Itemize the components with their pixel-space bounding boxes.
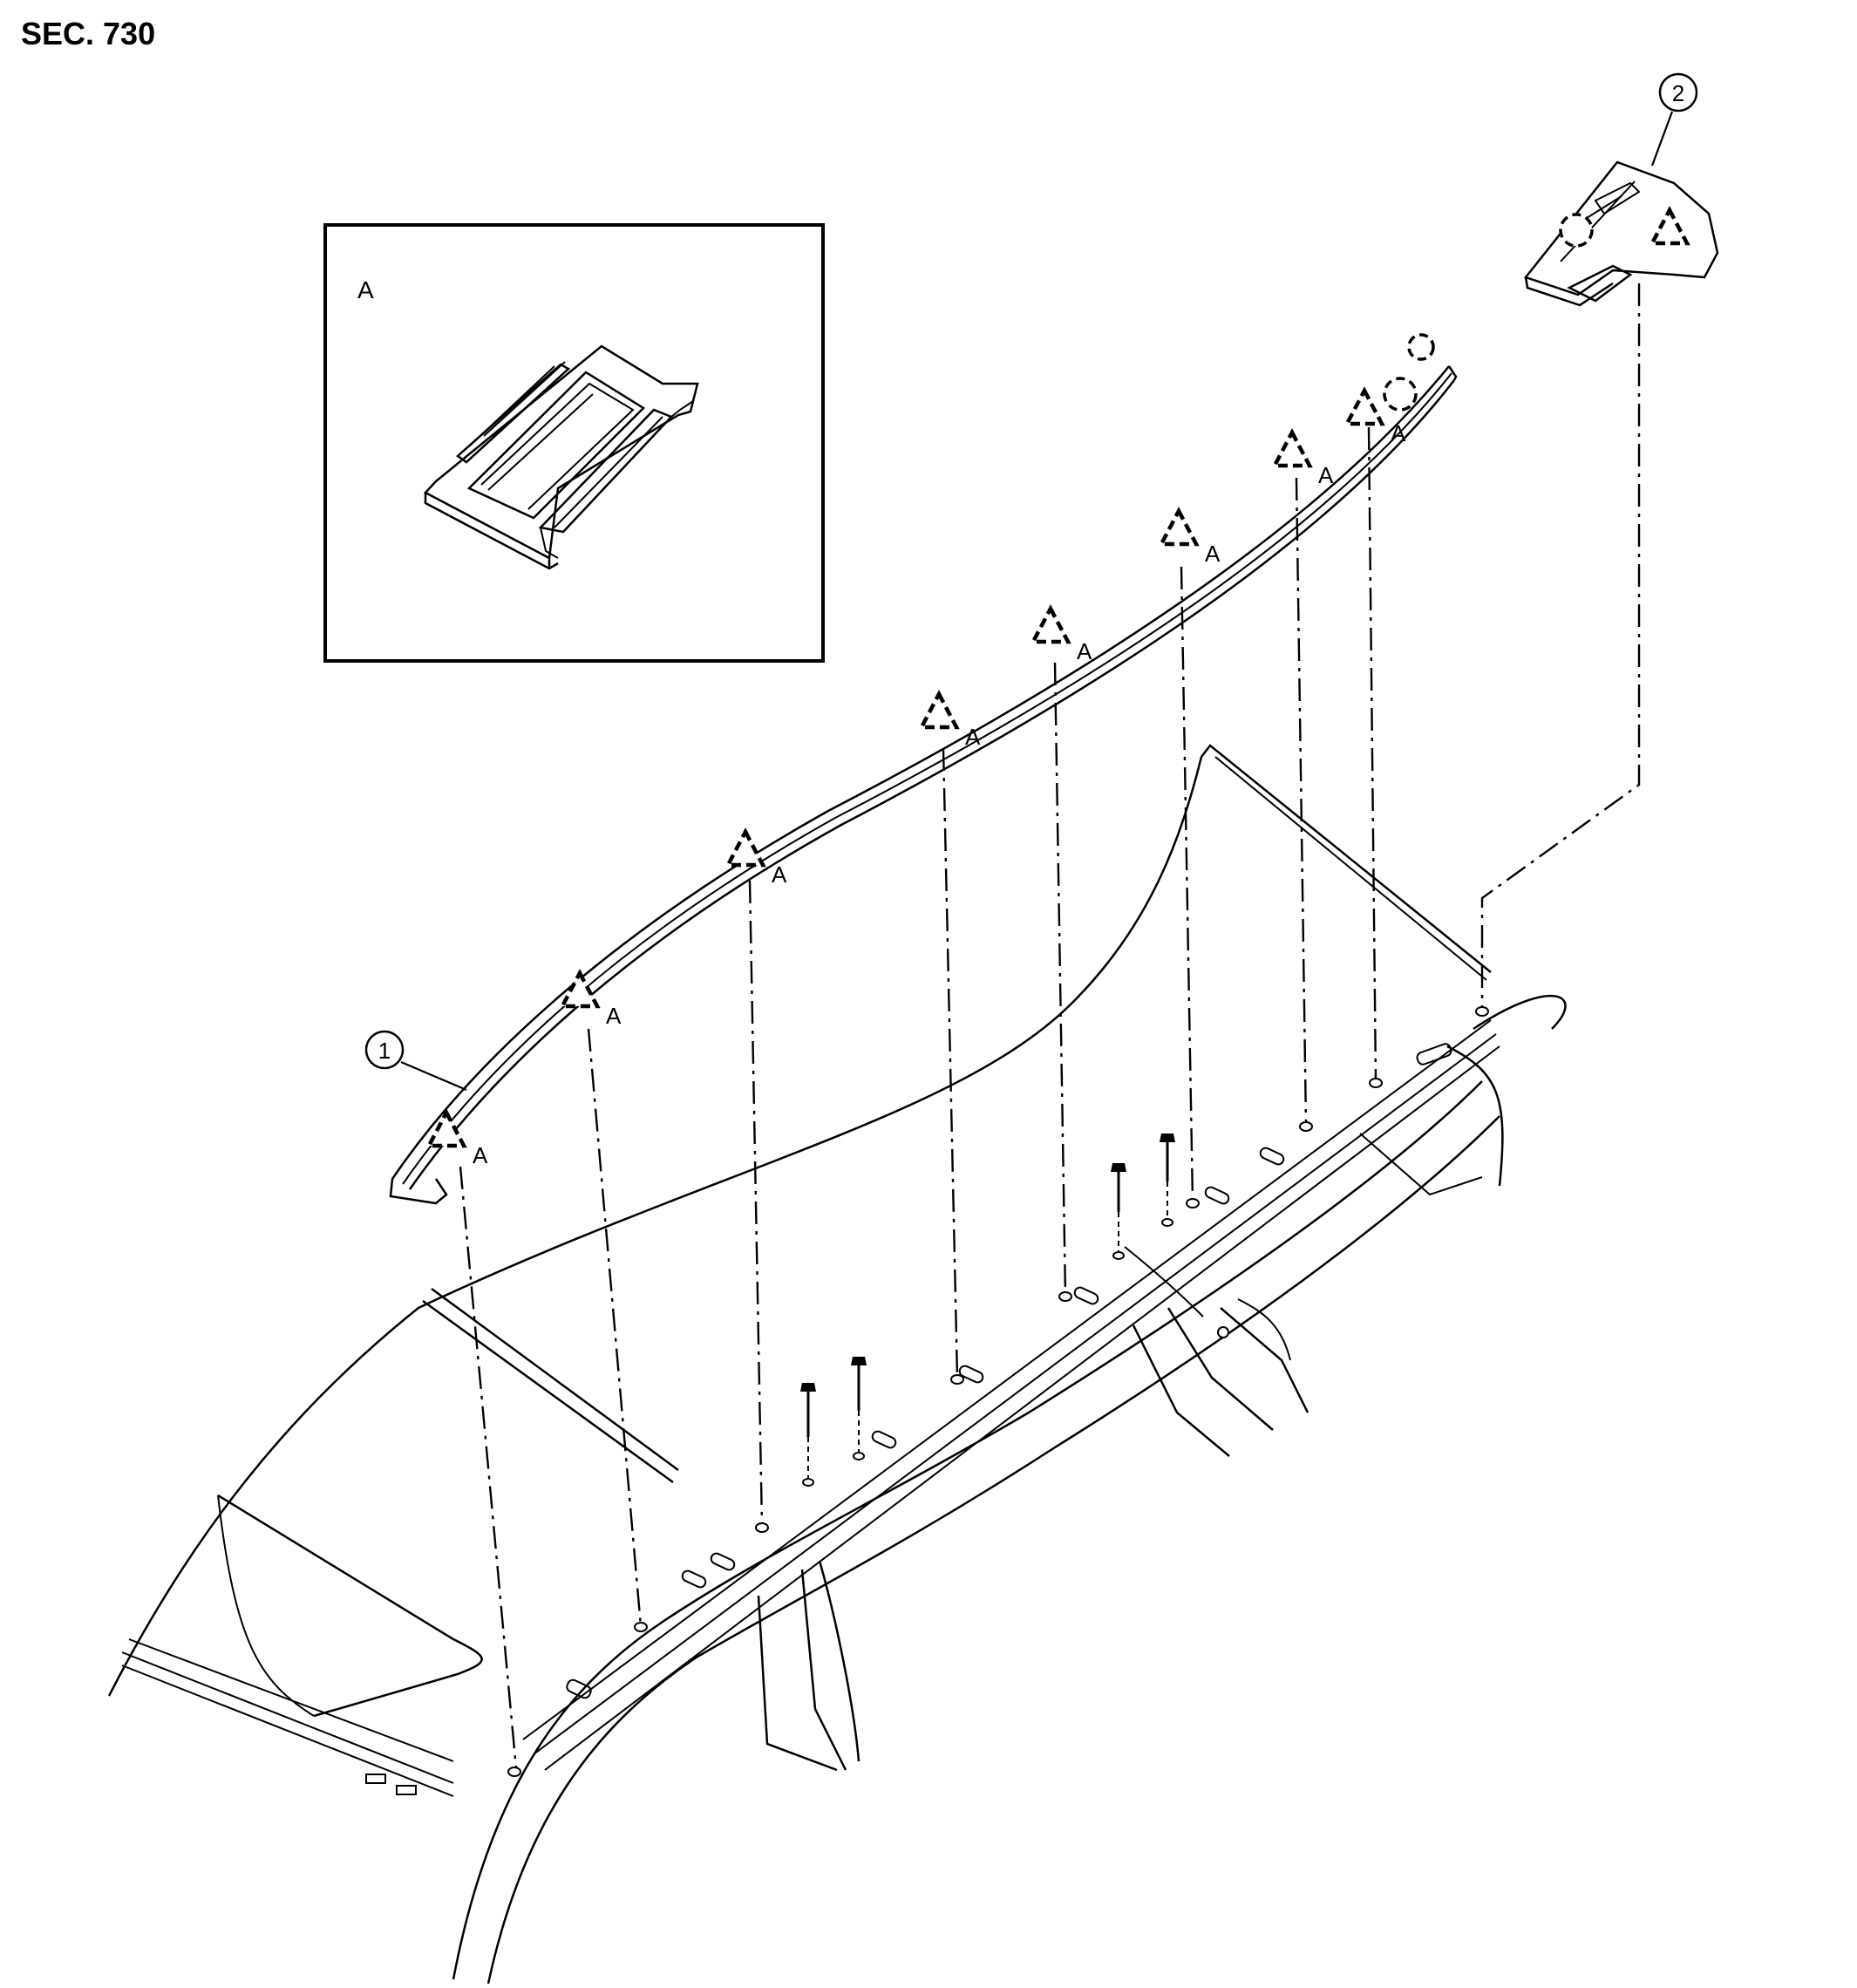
bolt xyxy=(800,1383,816,1487)
clip-triangle-icon xyxy=(1271,428,1313,468)
clip-label: A xyxy=(772,861,787,888)
mounting-bolts xyxy=(800,1134,1175,1487)
detail-inset-a: A xyxy=(323,223,825,663)
vehicle-roof-body xyxy=(107,744,1567,1985)
clip-label: A xyxy=(1205,541,1221,567)
clip-label: A xyxy=(473,1142,488,1168)
callout-2: 2 xyxy=(1650,72,1698,167)
roof-drip-molding xyxy=(389,365,1458,1205)
clip-label: A xyxy=(606,1003,622,1029)
clip-triangle-icon xyxy=(1030,604,1071,644)
callout-1: 1 xyxy=(364,1030,467,1092)
clip-triangle-icon xyxy=(1158,507,1200,547)
callout-1-number: 1 xyxy=(378,1038,391,1064)
clip-triangle-icon xyxy=(724,827,766,868)
clip-triangle-icon xyxy=(1343,386,1385,426)
section-label: SEC. 730 xyxy=(21,16,156,51)
clip-label: A xyxy=(1318,462,1334,488)
installation-guide-lines xyxy=(459,283,1641,1769)
roof-corner-finisher xyxy=(1523,160,1719,307)
clip-mounting-holes xyxy=(507,1006,1489,1777)
inset-label: A xyxy=(357,276,374,303)
locating-pin-markers xyxy=(1383,213,1594,412)
clip-triangle-icon xyxy=(425,1108,467,1148)
callout-2-number: 2 xyxy=(1672,80,1684,106)
clip-label: A xyxy=(965,724,981,750)
rail-slots xyxy=(566,1043,1452,1699)
clip-triangle-icon xyxy=(559,969,601,1009)
clip-triangle-icon xyxy=(918,690,960,730)
clip-markers: A A A A A A A A xyxy=(425,206,1690,1168)
clip-detail-drawing xyxy=(423,344,699,570)
clip-triangle-icon xyxy=(1649,206,1690,246)
bolt xyxy=(1111,1163,1126,1260)
clip-label: A xyxy=(1077,638,1092,664)
clip-label: A xyxy=(1391,420,1406,446)
bolt xyxy=(1160,1134,1175,1227)
bolt xyxy=(851,1357,867,1460)
